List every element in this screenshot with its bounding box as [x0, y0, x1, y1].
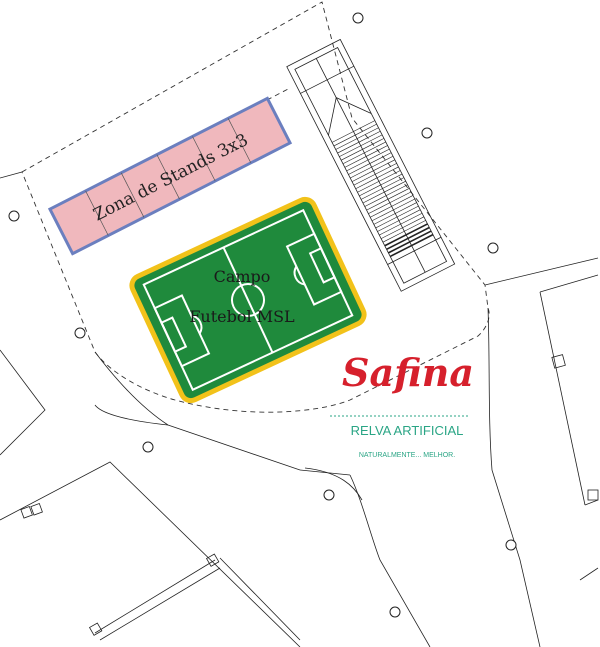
escalator-step — [359, 184, 381, 197]
escalator-step — [331, 131, 354, 143]
escalator-step — [376, 166, 399, 179]
escalator-step — [348, 163, 370, 175]
escalator-step — [346, 159, 369, 172]
escalator-step — [370, 206, 392, 218]
escalator-step — [356, 127, 379, 139]
escalator-step — [391, 195, 414, 207]
field-label-line1: Campo — [214, 267, 271, 286]
escalator-step — [386, 184, 408, 196]
escalator-step — [341, 149, 363, 161]
escalator-step — [367, 148, 390, 161]
escalator-step — [384, 234, 407, 247]
escalator-step — [351, 170, 374, 182]
escalator-step — [364, 195, 387, 207]
escalator-step — [407, 226, 430, 240]
escalator-step — [366, 198, 389, 211]
escalator-step — [389, 244, 412, 258]
utility-markers — [20, 354, 599, 636]
escalator-step — [380, 173, 403, 186]
escalator-step — [333, 134, 356, 147]
escalator-step — [387, 188, 410, 200]
safina-brand: Safina RELVA ARTIFICIAL NATURALMENTE... … — [330, 350, 474, 459]
escalator-step — [335, 138, 358, 150]
column-markers — [8, 12, 517, 618]
escalator-step — [371, 209, 394, 222]
escalator-step — [355, 123, 377, 136]
escalator-step — [339, 145, 361, 157]
escalator-step — [393, 198, 415, 211]
escalator-step — [375, 216, 398, 229]
escalator-step — [404, 220, 426, 232]
escalator-step — [358, 131, 381, 143]
escalator-step — [357, 181, 380, 193]
escalator-step — [382, 177, 405, 189]
escalator-step — [378, 170, 401, 182]
escalator-step — [395, 202, 417, 214]
escalator-step — [371, 155, 394, 168]
escalator-structure — [286, 38, 456, 292]
escalator-step — [366, 145, 388, 157]
escalator-step — [377, 220, 400, 232]
escalator-step — [369, 152, 392, 164]
escalator-step — [400, 212, 423, 225]
escalator-step — [386, 237, 409, 251]
escalator-step — [362, 191, 385, 204]
escalator-step — [373, 159, 395, 171]
escalator-step — [405, 223, 428, 236]
escalator-step — [380, 227, 403, 239]
escalator-step — [350, 166, 372, 179]
escalator-step — [411, 233, 434, 247]
escalator-step — [361, 188, 383, 200]
escalator-step — [389, 191, 412, 204]
escalator-step — [342, 152, 365, 165]
escalator-step — [379, 223, 401, 236]
escalator-step — [373, 213, 396, 225]
football-field[interactable] — [129, 196, 368, 404]
escalator-step — [364, 141, 386, 154]
safina-logo: Safina — [342, 350, 474, 395]
escalator-step — [384, 180, 406, 193]
escalator-step — [382, 231, 405, 243]
escalator-step — [337, 141, 360, 154]
site-boundary — [21, 1, 490, 413]
field-label-line2: Futebol MSL — [189, 307, 295, 326]
brand-tagline: NATURALMENTE... MELHOR. — [359, 452, 455, 459]
escalator-step — [362, 138, 385, 150]
escalator-step — [398, 209, 421, 221]
escalator-step — [344, 156, 367, 168]
escalator-step — [402, 216, 425, 228]
brand-subtitle: RELVA ARTIFICIAL — [351, 423, 464, 438]
escalator-step — [355, 177, 378, 189]
escalator-step — [409, 230, 432, 243]
escalator-step — [368, 202, 390, 214]
boundary-connector — [266, 87, 291, 101]
street-lines — [0, 171, 599, 647]
escalator-step — [360, 134, 383, 147]
escalator-step — [396, 205, 419, 218]
escalator-step — [375, 163, 397, 175]
escalator-step — [353, 120, 375, 132]
escalator-step — [388, 241, 411, 254]
escalator-step — [353, 173, 376, 186]
